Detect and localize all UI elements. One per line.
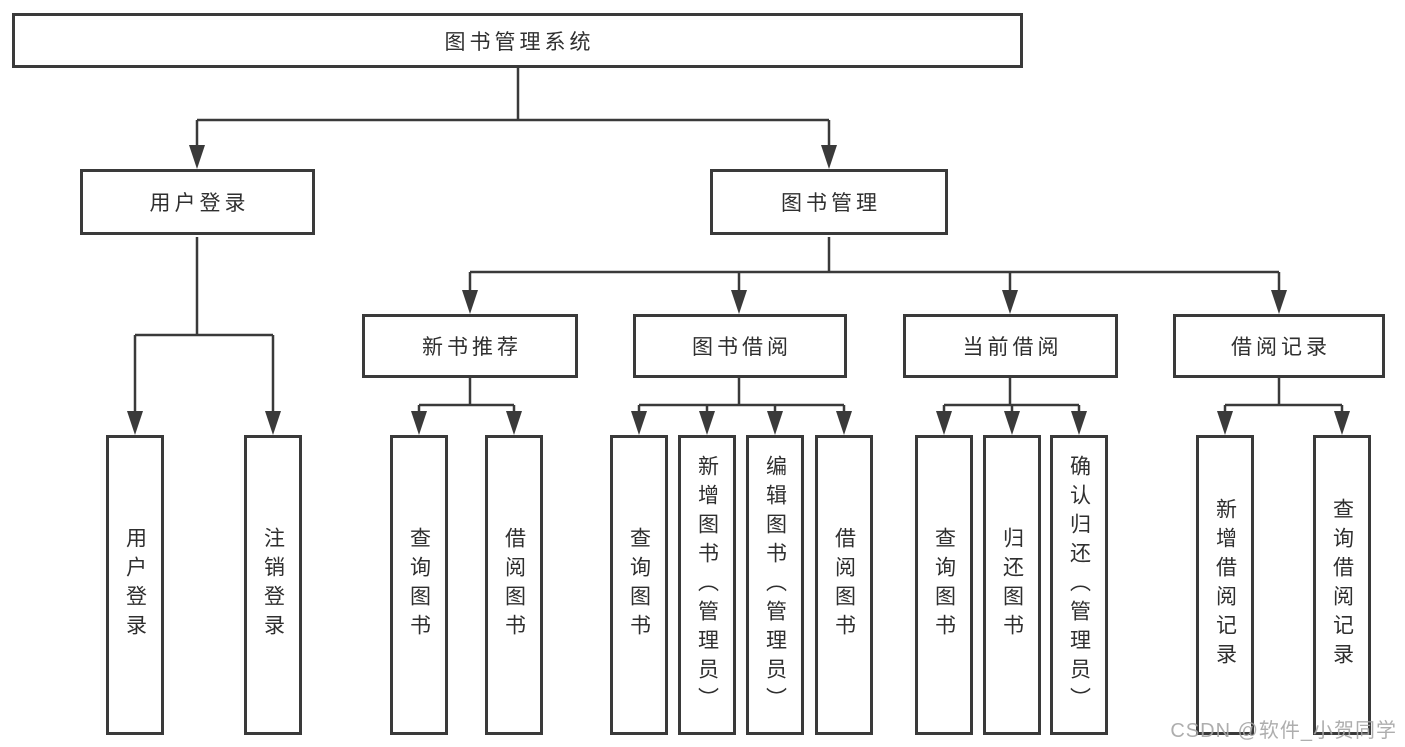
arrowhead-icon (189, 145, 205, 169)
node-user-login-branch: 用户登录 (80, 169, 315, 235)
leaf-confirm-return-admin: 确认归还（管理员） (1050, 435, 1108, 735)
arrowhead-icon (1334, 411, 1350, 435)
leaf-add-book-admin: 新增图书（管理员） (678, 435, 736, 735)
arrowhead-icon (821, 145, 837, 169)
arrowhead-icon (506, 411, 522, 435)
arrowhead-icon (1002, 290, 1018, 314)
node-current-borrowing: 当前借阅 (903, 314, 1118, 378)
leaf-add-borrow-record: 新增借阅记录 (1196, 435, 1254, 735)
csdn-watermark: CSDN @软件_小贺同学 (1170, 720, 1397, 742)
leaf-query-book-newrec: 查询图书 (390, 435, 448, 735)
node-book-borrowing: 图书借阅 (633, 314, 847, 378)
leaf-edit-book-admin: 编辑图书（管理员） (746, 435, 804, 735)
node-root: 图书管理系统 (12, 13, 1023, 68)
arrowhead-icon (836, 411, 852, 435)
leaf-logout: 注销登录 (244, 435, 302, 735)
leaf-borrow-book-newrec: 借阅图书 (485, 435, 543, 735)
arrowhead-icon (1004, 411, 1020, 435)
leaf-user-login: 用户登录 (106, 435, 164, 735)
arrowhead-icon (1071, 411, 1087, 435)
leaf-query-book-current: 查询图书 (915, 435, 973, 735)
arrowhead-icon (265, 411, 281, 435)
arrowhead-icon (462, 290, 478, 314)
node-book-management: 图书管理 (710, 169, 948, 235)
arrowhead-icon (1217, 411, 1233, 435)
leaf-query-borrow-record: 查询借阅记录 (1313, 435, 1371, 735)
node-borrowing-records: 借阅记录 (1173, 314, 1385, 378)
arrowhead-icon (411, 411, 427, 435)
arrowhead-icon (936, 411, 952, 435)
arrowhead-icon (731, 290, 747, 314)
arrowhead-icon (127, 411, 143, 435)
leaf-borrow-book-borrowing: 借阅图书 (815, 435, 873, 735)
arrowhead-icon (767, 411, 783, 435)
node-new-book-recommend: 新书推荐 (362, 314, 578, 378)
arrowhead-icon (631, 411, 647, 435)
arrowhead-icon (1271, 290, 1287, 314)
arrowhead-icon (699, 411, 715, 435)
leaf-query-book-borrowing: 查询图书 (610, 435, 668, 735)
leaf-return-book: 归还图书 (983, 435, 1041, 735)
